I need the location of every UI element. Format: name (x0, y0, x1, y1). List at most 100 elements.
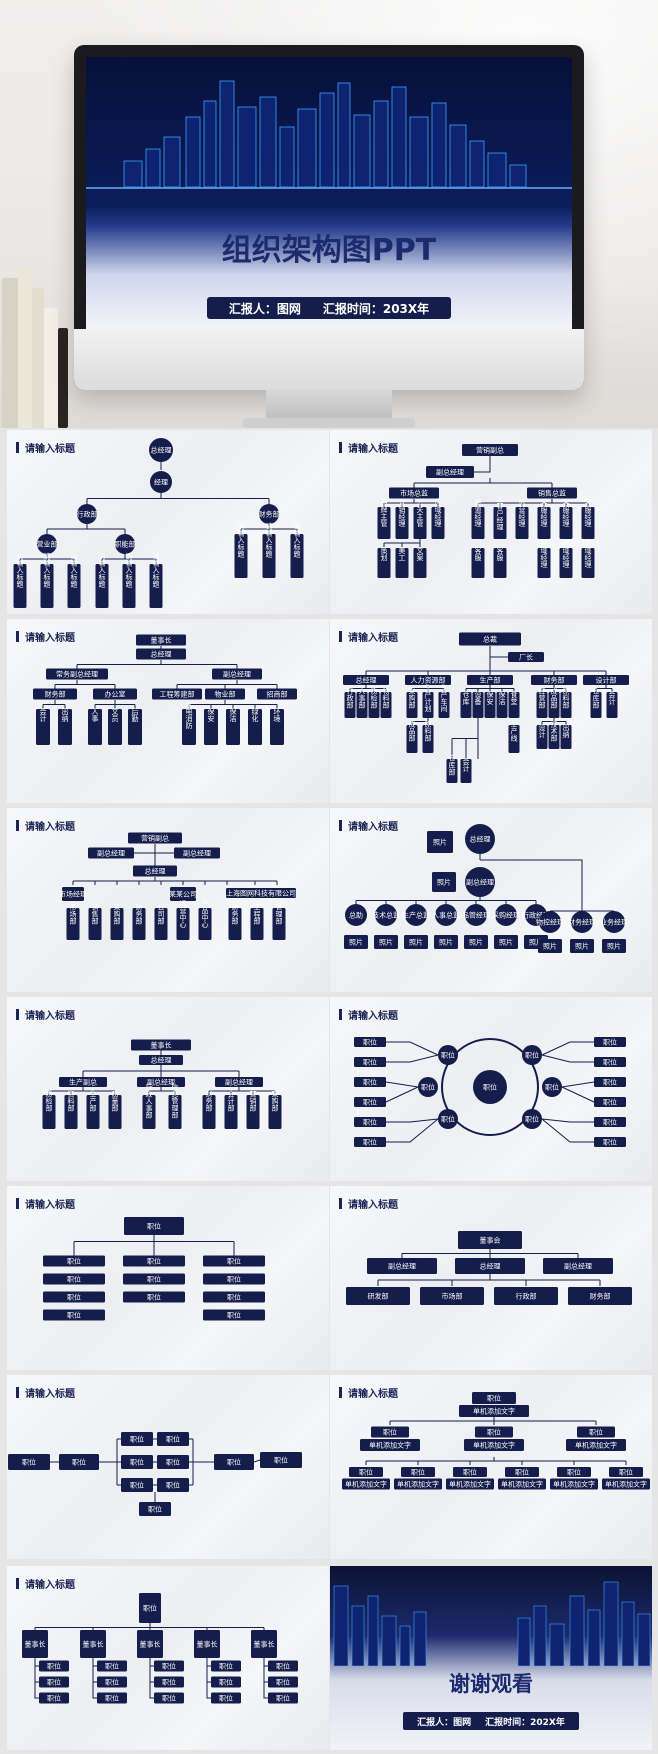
slide-11[interactable]: 请输入标题职位职位职位职位职位职位职位职位职位职位职位 (7, 1375, 329, 1559)
org-node: 人力资源部 (405, 675, 451, 685)
org-node: 董事长 (137, 1630, 163, 1658)
org-node: 销售部 (88, 903, 102, 940)
org-node-label: 请输入标题 (70, 552, 78, 589)
org-node-label: 单机添加文字 (473, 1441, 515, 1450)
org-node-circle: 总经理 (149, 438, 173, 462)
org-node-label: 职位 (619, 1468, 633, 1477)
org-chart: 营销副总副总经理市场总监销售总监品牌主管营销经理公关主管区域经理渠道经理大客户经… (377, 444, 595, 578)
org-node-label: 职能部 (115, 540, 136, 549)
org-node-label: 职位 (525, 1115, 539, 1124)
org-node-label: 物控经理 (536, 918, 564, 927)
org-node-label: 职位 (276, 1694, 290, 1703)
org-node: 总经理 (455, 1258, 525, 1274)
slide-5[interactable]: 请输入标题营销副总副总经理副总经理总经理市场经理某某公司上海图网科技有限公司市场… (7, 808, 329, 992)
slide-2[interactable]: 请输入标题营销副总副总经理市场总监销售总监品牌主管营销经理公关主管区域经理渠道经… (330, 430, 652, 614)
org-node-label: 食堂 (510, 690, 518, 705)
org-node: 总经理 (139, 1055, 183, 1065)
org-node-label: 区域经理 (434, 499, 442, 527)
org-node-label: 总经理 (480, 1262, 501, 1271)
org-node-label: 职位 (545, 1083, 559, 1092)
org-chart: 照片总经理照片副总经理总助技术总监生产总监人事总监品管经理采购经理行政经理物控经… (344, 824, 628, 953)
org-node: 总经理 (133, 865, 177, 877)
org-node: 职位 (354, 1037, 386, 1047)
slide-12[interactable]: 请输入标题职位单机添加文字职位单机添加文字职位单机添加文字职位单机添加文字职位单… (330, 1375, 652, 1559)
org-node-label: 职位 (483, 1083, 497, 1092)
org-node-label: 董事长 (254, 1640, 275, 1649)
org-node: 单机添加文字 (360, 1439, 420, 1451)
org-node-label: 请输入标题 (265, 522, 273, 559)
org-node: 品牌主管 (377, 499, 391, 539)
org-node-label: 职位 (363, 1078, 377, 1087)
org-node-label: 职位 (383, 1428, 397, 1437)
slide-9[interactable]: 请输入标题职位职位职位职位职位职位职位职位职位职位职位职位 (7, 1186, 329, 1370)
slide-8[interactable]: 请输入标题职位职位职位职位职位职位职位职位职位职位职位职位职位职位职位职位职位职… (330, 997, 652, 1181)
org-node-label: 经营部 (538, 687, 546, 710)
org-node-label: 职位 (148, 1505, 162, 1514)
slide-6[interactable]: 请输入标题照片总经理照片副总经理总助技术总监生产总监人事总监品管经理采购经理行政… (330, 808, 652, 992)
org-node: 运营中心 (176, 900, 190, 940)
org-node: 总裁 (459, 632, 521, 646)
org-node-label: 总经理 (151, 650, 172, 659)
slide-13[interactable]: 请输入标题职位董事长职位职位职位董事长职位职位职位董事长职位职位职位董事长职位职… (7, 1566, 329, 1750)
org-node-label: 副总经理 (466, 878, 494, 887)
org-node: 照片 (602, 939, 626, 953)
org-node-label: 经理 (154, 478, 168, 487)
org-node: 职位 (203, 1255, 265, 1267)
org-node: 行政人事部 (142, 1083, 156, 1129)
slide-3[interactable]: 请输入标题董事长总经理常务副总经理副总经理财务部办公室工程筹建部物业部招商部会计… (7, 619, 329, 803)
org-node: 文员 (108, 707, 122, 745)
org-node-label: 职位 (147, 1257, 161, 1266)
org-node-label: 照片 (379, 938, 393, 947)
org-chart: 职位董事长职位职位职位董事长职位职位职位董事长职位职位职位董事长职位职位职位董事… (22, 1593, 298, 1704)
org-node-label: 出纳 (562, 723, 570, 739)
org-node: 职位 (557, 1467, 591, 1477)
org-node-label: 运营经理 (518, 499, 526, 527)
org-node-label: 职位 (105, 1694, 119, 1703)
org-node-label: 市场经理 (59, 890, 87, 899)
slide-1[interactable]: 请输入标题总经理经理行政部财务部营业部职能部请输入标题请输入标题请输入标题请输入… (7, 430, 329, 614)
org-node-label: 职位 (67, 1275, 81, 1284)
org-node-label: 单机添加文字 (501, 1480, 543, 1489)
org-node: 职位 (577, 1426, 615, 1438)
org-node-label: 财务部 (259, 510, 280, 519)
org-node-label: 职位 (603, 1058, 617, 1067)
org-node-label: 职位 (130, 1458, 144, 1467)
slide-thanks[interactable]: 谢谢观看 汇报人：图网 汇报时间：202X年 (330, 1566, 652, 1750)
org-node-label: 会计 (608, 690, 616, 706)
org-node: 单机添加文字 (464, 1439, 524, 1451)
org-node: 生产计划 (422, 683, 434, 718)
org-node-label: 职位 (441, 1051, 455, 1060)
org-node: 副总经理 (426, 466, 474, 478)
org-node: 职位 (157, 1432, 189, 1446)
org-node-label: 环境 (273, 708, 281, 723)
org-node-label: 水电消防 (185, 700, 193, 730)
cover-info-bar: 汇报人：图网 汇报时间：203X年 (207, 297, 451, 319)
org-node-label: 营业部 (37, 540, 58, 549)
org-node: 单机添加文字 (446, 1478, 494, 1490)
org-node-label: 总助 (349, 911, 363, 920)
slide-7[interactable]: 请输入标题董事长总经理生产副总副总经理副总经理质检部资料部生产部质量部行政人事部… (7, 997, 329, 1181)
slide-4[interactable]: 请输入标题总裁厂长总经理人力资源部生产部财务部设计部行政部人事部质检部物料部采购… (330, 619, 652, 803)
org-node-label: 保洁 (498, 690, 506, 706)
org-node-label: 客服经理 (562, 498, 570, 527)
org-node-label: 职位 (441, 1115, 455, 1124)
org-node: 生产车间 (438, 683, 450, 718)
connector-line (92, 1658, 97, 1699)
org-node-label: 职位 (274, 1456, 288, 1465)
connector-line (385, 1086, 419, 1103)
org-node-label: 职位 (603, 1038, 617, 1047)
org-node-circle: 总经理 (465, 824, 495, 854)
org-node-circle: 职位 (473, 1070, 507, 1104)
org-node-label: 董事会 (480, 1236, 501, 1245)
org-node: 原料部 (422, 721, 434, 753)
books-decoration (0, 262, 70, 428)
slide-title: 请输入标题 (16, 1385, 75, 1400)
org-node-label: 采购部 (113, 903, 121, 926)
org-node-label: 董事长 (197, 1640, 218, 1649)
org-node-label: 职位 (227, 1458, 241, 1467)
org-node: 客服经理 (581, 498, 595, 539)
org-node: 营销经理 (395, 498, 409, 539)
org-node: 职位 (157, 1455, 189, 1469)
slide-10[interactable]: 请输入标题董事会副总经理总经理副总经理研发部市场部行政部财务部 (330, 1186, 652, 1370)
org-node: 职位 (594, 1117, 626, 1127)
